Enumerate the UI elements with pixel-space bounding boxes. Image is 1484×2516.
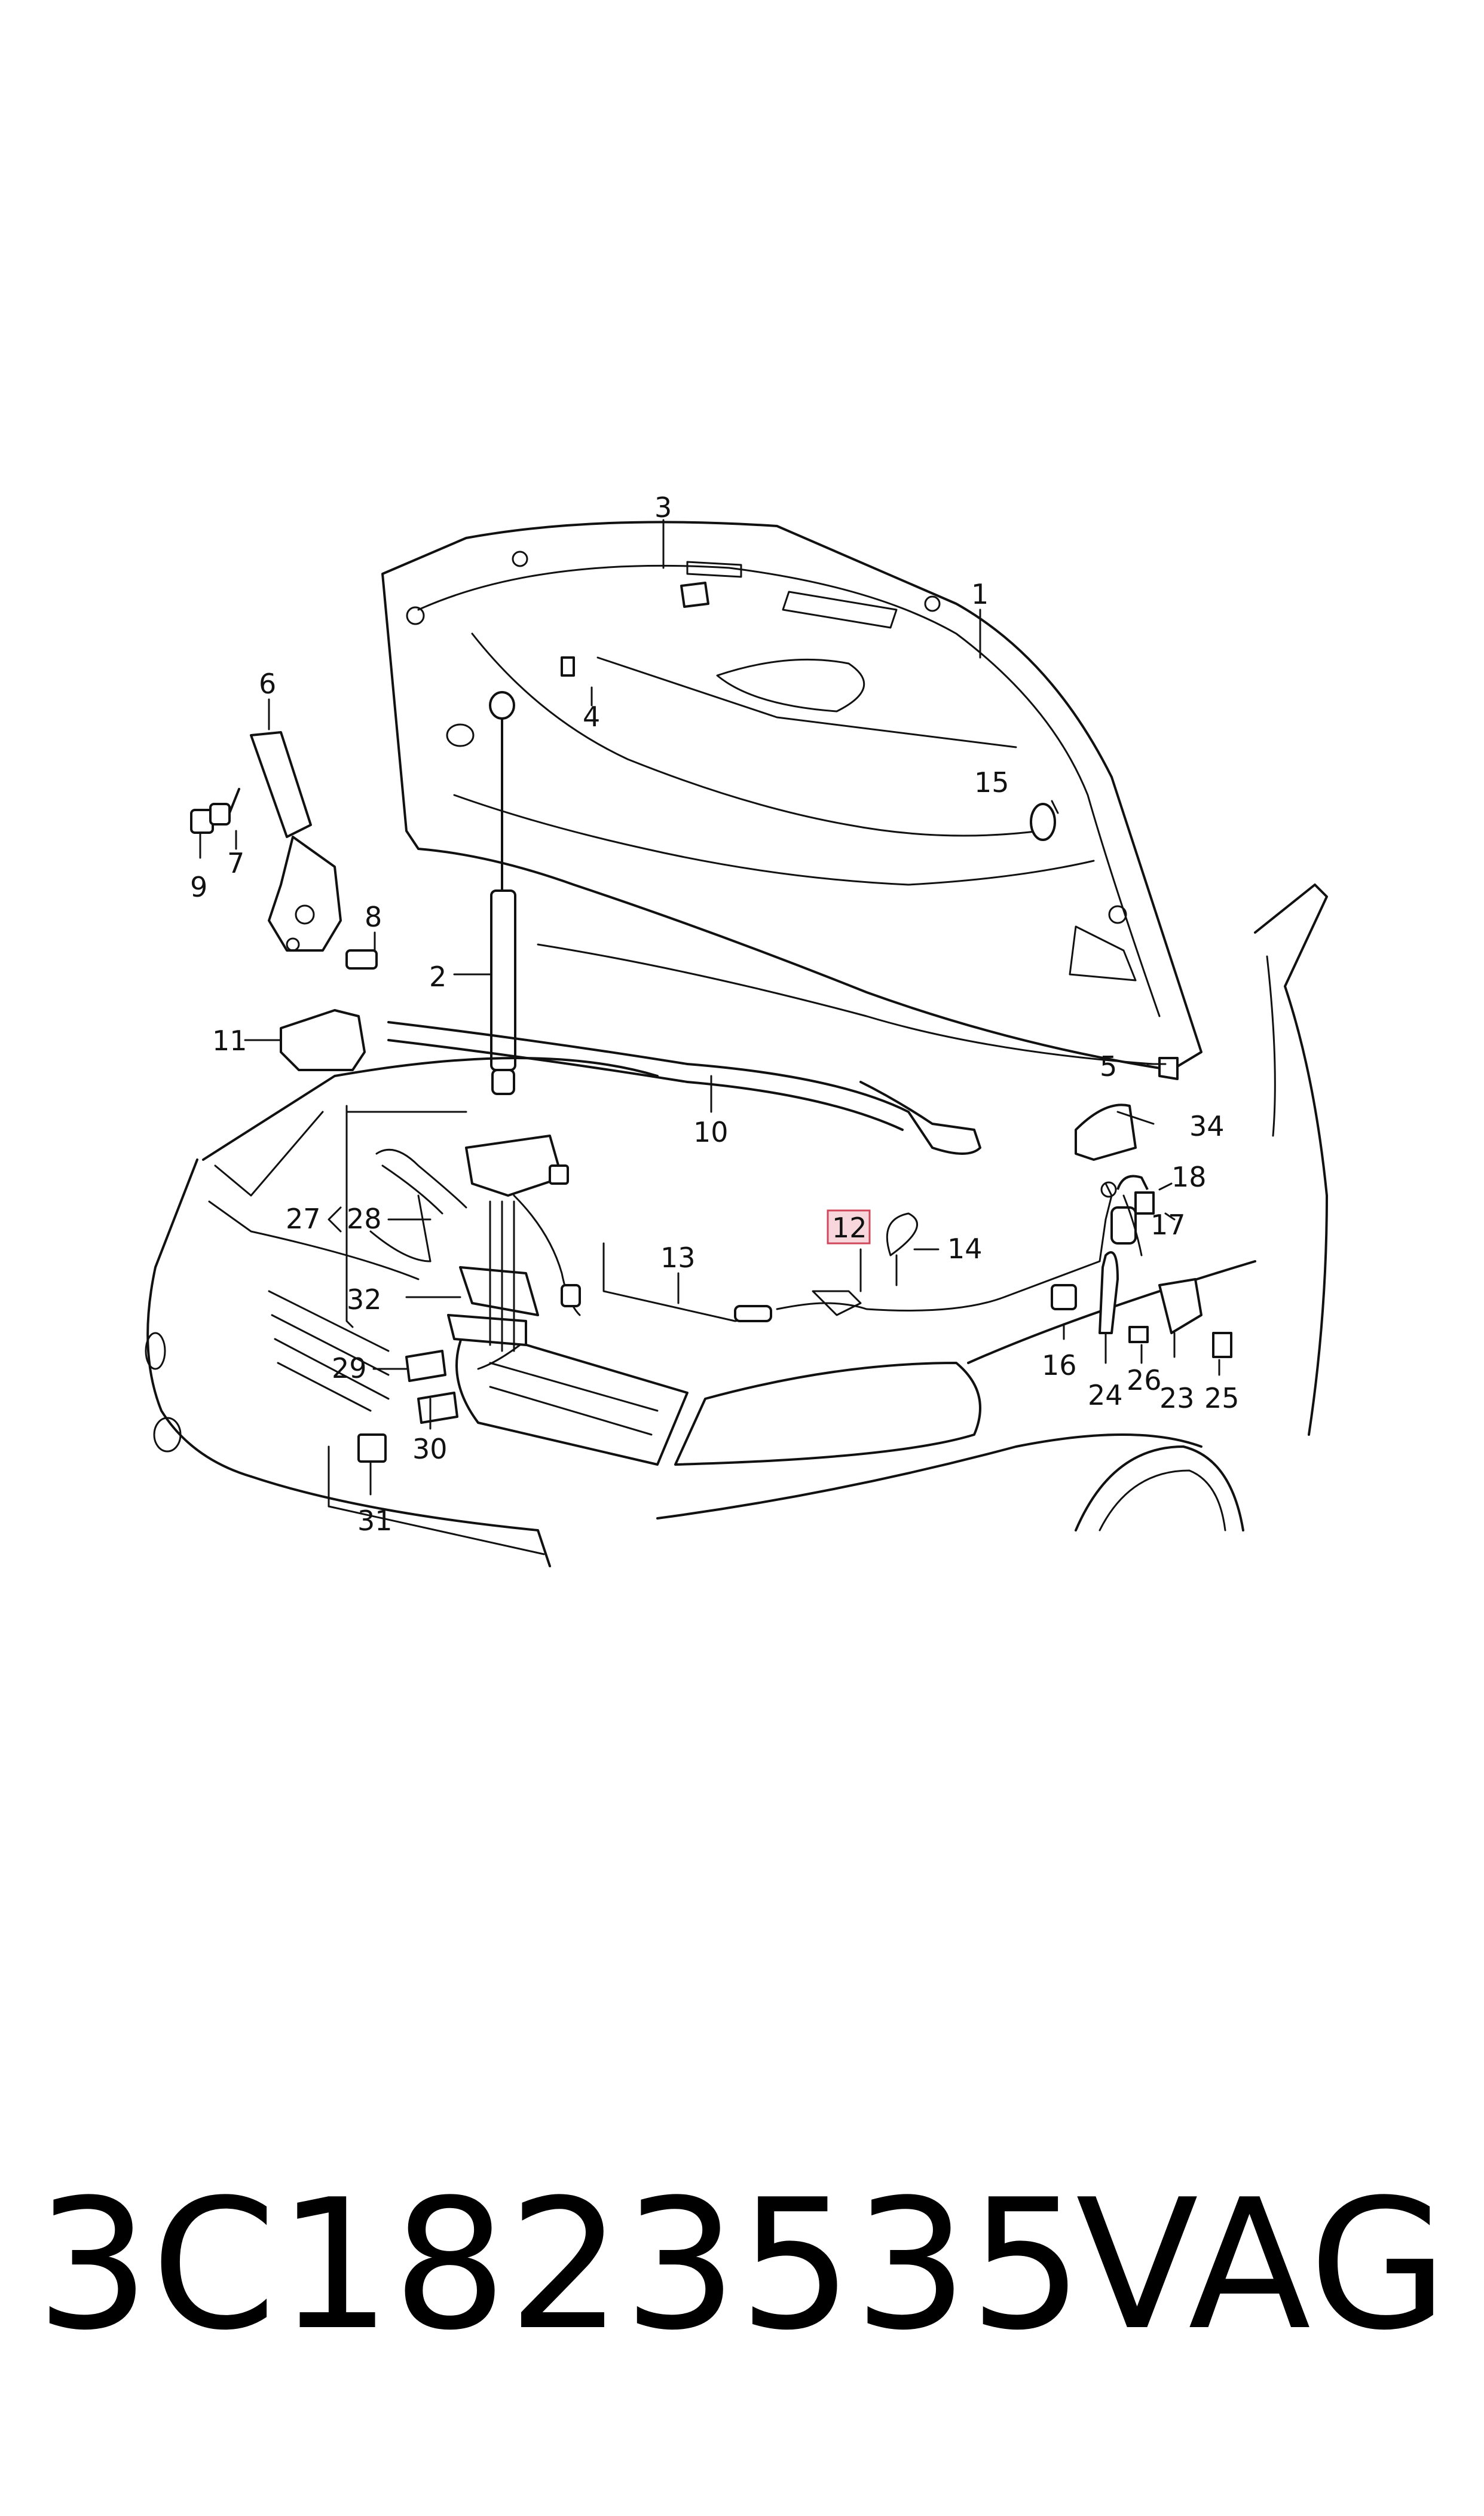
label-25: 25 <box>1204 1382 1240 1414</box>
callout-labels: 1 2 3 4 5 6 7 8 9 10 11 12 13 14 15 16 1… <box>190 491 1240 1537</box>
label-31: 31 <box>357 1505 393 1537</box>
loose-parts <box>357 582 1179 1463</box>
label-14: 14 <box>947 1233 983 1265</box>
label-34: 34 <box>1189 1110 1225 1142</box>
label-24: 24 <box>1088 1379 1123 1411</box>
label-28: 28 <box>347 1203 382 1235</box>
lock-assembly <box>345 1105 581 1370</box>
label-18: 18 <box>1171 1161 1207 1193</box>
label-11: 11 <box>212 1025 247 1057</box>
label-7: 7 <box>227 847 244 879</box>
label-15: 15 <box>974 766 1009 799</box>
parts-diagram: 1 2 3 4 5 6 7 8 9 10 11 12 13 14 15 16 1… <box>145 491 1328 1567</box>
label-32: 32 <box>347 1283 382 1316</box>
label-23: 23 <box>1159 1382 1195 1414</box>
label-29: 29 <box>332 1352 367 1384</box>
label-10: 10 <box>693 1116 729 1148</box>
hood <box>381 521 1203 1071</box>
label-16: 16 <box>1042 1349 1077 1381</box>
label-17: 17 <box>1151 1209 1186 1241</box>
sealing-strip <box>387 1021 981 1155</box>
hinge-assembly <box>190 731 378 970</box>
label-26: 26 <box>1127 1364 1162 1396</box>
label-13: 13 <box>660 1242 696 1274</box>
label-3: 3 <box>654 491 672 524</box>
release-cable <box>602 1182 1113 1322</box>
part-number: 3C1823535 <box>36 2161 1085 2370</box>
label-9: 9 <box>190 871 207 903</box>
right-side-parts <box>1051 1103 1232 1358</box>
label-27: 27 <box>286 1203 321 1235</box>
label-30: 30 <box>412 1433 448 1465</box>
label-12: 12 <box>832 1212 867 1244</box>
highlight-box <box>827 1209 871 1245</box>
label-6: 6 <box>259 668 276 700</box>
leader-lines <box>199 519 1220 1496</box>
label-2: 2 <box>429 961 446 993</box>
gas-strut <box>489 691 516 1095</box>
label-4: 4 <box>583 701 600 733</box>
label-1: 1 <box>971 578 989 610</box>
bracket-11 <box>280 1009 366 1071</box>
label-8: 8 <box>365 901 382 933</box>
car-body <box>145 883 1328 1567</box>
label-5: 5 <box>1100 1050 1117 1083</box>
brand-name: VAG <box>1076 2161 1449 2370</box>
